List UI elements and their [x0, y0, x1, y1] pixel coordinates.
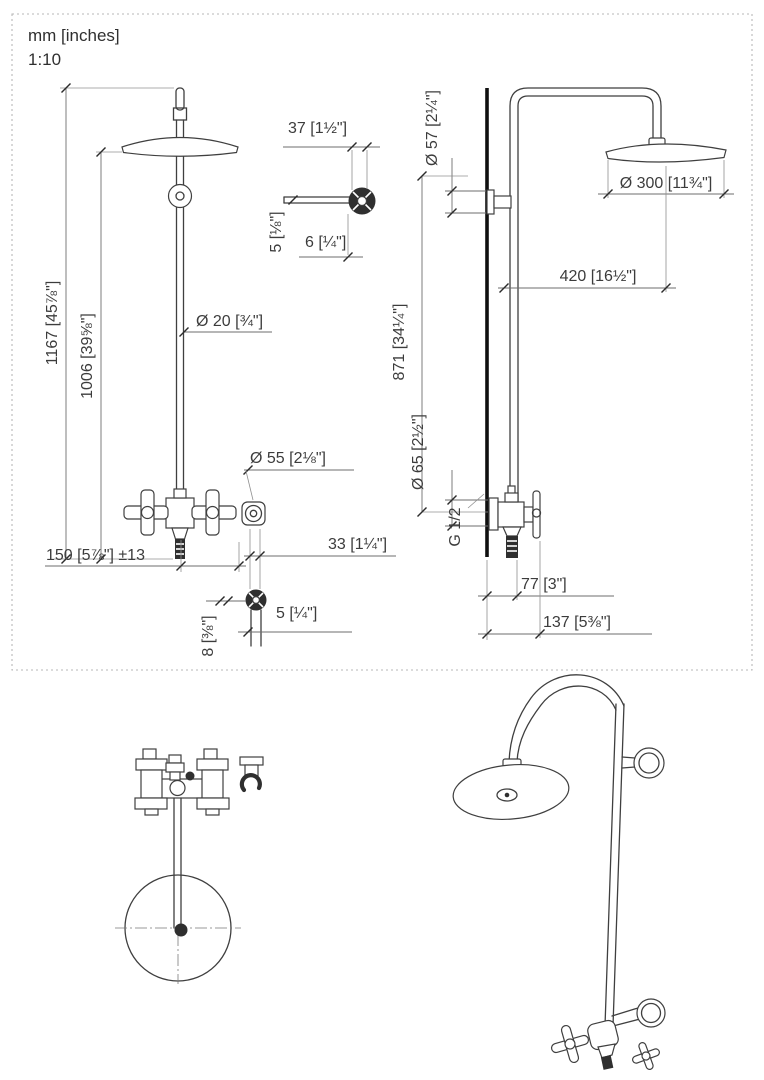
plan-index-dot	[185, 771, 195, 781]
front-shower-head	[121, 136, 239, 157]
dim-outlet-projection-label: 77 [3"]	[521, 576, 567, 593]
dim-head-diameter-label: Ø 300 [11¾"]	[620, 175, 713, 192]
dim-thread-size-label: G 1/2	[447, 507, 464, 546]
dim-elbow-width-label: 37 [1½"]	[288, 120, 347, 137]
dim-elbow-depth-label: 6 [¼"]	[305, 234, 346, 251]
side-hose-nipple	[506, 536, 518, 558]
dim-head-reach-label: 420 [16½"]	[560, 268, 637, 285]
dim-connection-spread-label: 150 [5⅞"] ±13	[46, 547, 145, 564]
front-valve	[123, 488, 237, 559]
plan-wall-elbow-part	[239, 756, 264, 793]
dim-riser-length-label: 871 [34¼"]	[391, 304, 408, 381]
persp-cross-handle	[550, 1024, 590, 1064]
side-valve	[488, 485, 542, 558]
front-dimension-lines	[45, 83, 396, 637]
plan-head-center-cap	[174, 923, 188, 937]
side-view: Ø 57 [2¼"] Ø 300 [11¾"] 420 [16½"] 871 […	[391, 87, 734, 640]
plan-left-handle	[134, 748, 168, 816]
front-riser-pipe	[172, 87, 188, 499]
plan-pipe-hub	[169, 779, 186, 797]
elbow-part	[283, 187, 376, 215]
persp-volume-handle	[632, 1042, 660, 1070]
persp-riser-and-arm	[502, 674, 625, 1027]
side-riser-and-arm	[509, 87, 666, 509]
dim-pipe-diameter-label: Ø 20 [¾"]	[196, 313, 263, 330]
persp-valve-assembly	[550, 998, 666, 1070]
front-slider-knob	[167, 183, 193, 209]
dim-total-height-label: 1167 [45⅞"]	[44, 281, 61, 366]
plan-right-handle	[196, 748, 230, 816]
plan-view	[115, 748, 264, 984]
persp-shower-head	[452, 764, 570, 820]
front-right-cross-handle	[191, 489, 237, 536]
dim-bracket-diameter-label: Ø 57 [2¼"]	[424, 90, 441, 166]
elbow-detail-view: 37 [1½"] 5 [⅛"] 6 [¼"]	[268, 120, 380, 262]
front-escutcheon-detail	[241, 501, 266, 526]
dim-handle-projection-label: 137 [5⅜"]	[543, 614, 611, 631]
scale-label: 1:10	[28, 50, 61, 69]
side-dimension-lines	[417, 158, 734, 640]
front-left-cross-handle	[123, 489, 169, 536]
dim-riser-height-label: 1006 [39⅝"]	[79, 313, 96, 399]
dim-escutcheon-diameter-label: Ø 55 [2⅛"]	[250, 450, 326, 467]
persp-wall-bracket-rosette	[621, 747, 665, 779]
dim-valve-escutcheon-diameter-label: Ø 65 [2½"]	[410, 414, 427, 490]
dim-outlet-height-label: 8 [⅜"]	[200, 615, 217, 656]
side-wall-bracket	[486, 189, 512, 215]
perspective-view	[452, 674, 666, 1070]
plan-diverter-knob	[165, 754, 185, 781]
dim-escutcheon-offset-label: 33 [1¼"]	[328, 536, 387, 553]
dim-outlet-width-label: 5 [¼"]	[276, 605, 317, 622]
dashed-border-frame	[11, 13, 753, 671]
units-label: mm [inches]	[28, 26, 120, 45]
persp-hose-nipple	[600, 1055, 614, 1070]
side-shower-head	[605, 143, 727, 163]
front-outlet-detail	[245, 529, 267, 647]
elbow-dimension-lines	[283, 142, 380, 262]
dim-elbow-height-label: 5 [⅛"]	[268, 211, 285, 252]
front-view: 1167 [45⅞"] 1006 [39⅝"] Ø 20 [¾"] 150 [5…	[44, 83, 396, 657]
